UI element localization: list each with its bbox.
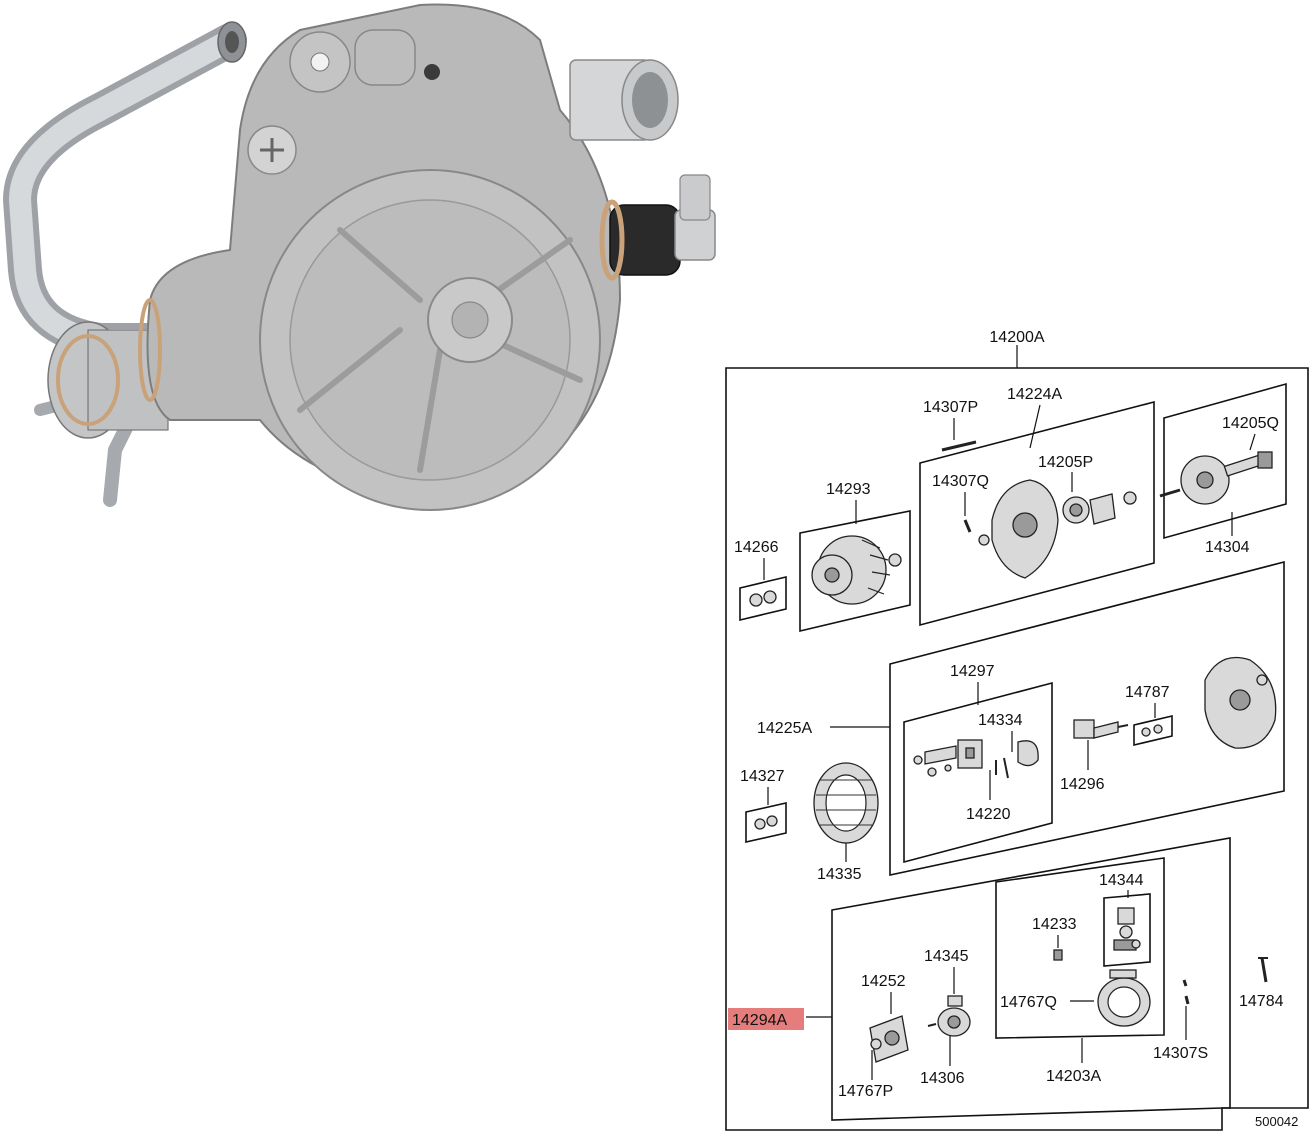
part-label-14296: 14296 [1060, 776, 1105, 793]
part-label-14225A: 14225A [757, 720, 812, 737]
part-label-14307Q: 14307Q [932, 473, 989, 490]
part-label-14307P: 14307P [923, 399, 978, 416]
box-14344 [1103, 893, 1151, 967]
regulator-parts [1113, 907, 1141, 951]
box-14297 [903, 681, 1053, 864]
part-label-14304: 14304 [1205, 539, 1250, 556]
stator-part [813, 762, 879, 844]
part-label-14344: 14344 [1099, 872, 1144, 889]
rotor-part [1159, 451, 1273, 505]
box-14294A [831, 837, 1231, 1121]
box-14787 [1133, 714, 1173, 747]
part-label-14787: 14787 [1125, 684, 1170, 701]
highlight-marker [728, 1008, 804, 1030]
rectifier-part [1073, 719, 1129, 739]
part-label-14784: 14784 [1239, 993, 1284, 1010]
part-label-14220: 14220 [966, 806, 1011, 823]
housing-rear-part [1097, 969, 1151, 1027]
part-label-14200A: 14200A [989, 329, 1044, 346]
bolt-14307S [1182, 979, 1190, 1005]
front-bracket-part [978, 479, 1137, 579]
box-14293 [799, 510, 911, 633]
diagram-code: 500042 [1255, 1114, 1298, 1129]
part-label-14294A: 14294A [732, 1012, 787, 1029]
part-label-14252: 14252 [861, 973, 906, 990]
box-14225A [889, 560, 1285, 876]
part-label-14307S: 14307S [1153, 1045, 1208, 1062]
part-label-14297: 14297 [950, 663, 995, 680]
cover-plate-part [869, 1015, 909, 1063]
part-label-14767Q: 14767Q [1000, 994, 1057, 1011]
part-label-14335: 14335 [817, 866, 862, 883]
box-14203A [995, 857, 1165, 1039]
rear-bracket-part [1204, 656, 1277, 749]
part-label-14327: 14327 [740, 768, 785, 785]
part-label-14767P: 14767P [838, 1083, 893, 1100]
part-label-14306: 14306 [920, 1070, 965, 1087]
part-label-14203A: 14203A [1046, 1068, 1101, 1085]
box-14266 [739, 575, 787, 622]
part-label-14345: 14345 [924, 948, 969, 965]
part-label-14334: 14334 [978, 712, 1023, 729]
vacuum-pump-photo [3, 3, 716, 511]
part-label-14233: 14233 [1032, 916, 1077, 933]
box-14224A [919, 400, 1155, 627]
part-label-14266: 14266 [734, 539, 779, 556]
part-label-14205P: 14205P [1038, 454, 1093, 471]
brush-part [927, 995, 971, 1037]
part-label-14293: 14293 [826, 481, 871, 498]
brush-holder-part [913, 739, 1039, 779]
part-label-14205Q: 14205Q [1222, 415, 1279, 432]
box-14304 [1163, 382, 1287, 540]
box-14327 [745, 802, 787, 843]
part-label-14224A: 14224A [1007, 386, 1062, 403]
parts-diagram: 14200A 14307P 14224A 14205Q 14304 14307Q… [725, 329, 1309, 1131]
pulley-fan-part [811, 535, 902, 605]
